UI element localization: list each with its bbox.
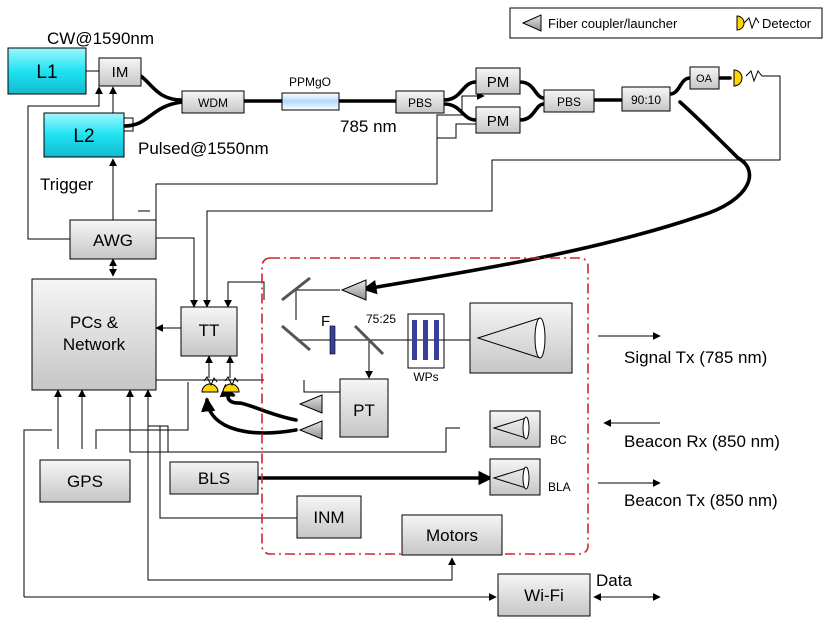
detector-2-icon	[222, 383, 240, 393]
inm-box	[296, 495, 362, 539]
tt-box	[180, 306, 238, 357]
bls-box	[169, 461, 259, 495]
detector-1-icon	[201, 383, 219, 393]
cw-label: CW@1590nm	[47, 29, 154, 48]
bls-label: BLS	[198, 469, 230, 488]
waveplates-box	[407, 313, 445, 369]
input-coupler-icon	[340, 279, 367, 301]
inm-label: INM	[313, 508, 344, 527]
pm1-label: PM	[487, 74, 510, 91]
pbs1-label: PBS	[408, 96, 432, 110]
waveplates-label: WPs	[413, 370, 438, 384]
oa-label: OA	[696, 73, 713, 85]
wdm-box	[181, 90, 245, 114]
motors-label: Motors	[426, 526, 478, 545]
im-box	[98, 57, 142, 87]
fiber-coupler-icon	[521, 14, 542, 32]
legend-box	[509, 7, 823, 39]
wifi-label: Wi-Fi	[524, 586, 564, 605]
pm2-label: PM	[487, 113, 510, 130]
data-label: Data	[596, 571, 632, 590]
pt-label: PT	[353, 401, 375, 420]
waveplate-2	[423, 320, 428, 360]
gps-label: GPS	[67, 472, 103, 491]
bc-label: BC	[550, 433, 567, 447]
beam-splitter	[353, 324, 385, 356]
legend-coupler-label: Fiber coupler/launcher	[548, 16, 678, 31]
bla-label: BLA	[548, 480, 571, 494]
laser-l1-label: L1	[36, 62, 57, 83]
splitter-box	[621, 86, 671, 112]
wdm-label: WDM	[198, 96, 228, 110]
bla-lens-icon	[522, 466, 530, 490]
filter-f	[329, 325, 336, 355]
legend-detector-label: Detector	[762, 16, 812, 31]
detector-signal-icon	[743, 16, 760, 30]
oa-box	[689, 66, 720, 90]
laser-l1	[7, 47, 87, 95]
pbs2-box	[543, 89, 595, 113]
pcs-network-box	[31, 278, 157, 391]
oa-detector-icon	[733, 69, 743, 87]
pbs1-box	[395, 90, 445, 114]
splitter-label: 90:10	[631, 93, 661, 107]
ppmgo-label: PPMgO	[289, 75, 331, 89]
pm2-box	[475, 106, 521, 134]
laser-l2-label: L2	[73, 126, 94, 147]
im-label: IM	[112, 64, 129, 81]
wavelength-label: 785 nm	[340, 117, 397, 136]
beam-splitter-label: 75:25	[366, 312, 396, 326]
pt-coupler-1-icon	[298, 394, 323, 414]
pt-coupler-2-icon	[298, 420, 323, 440]
mirror-top	[281, 276, 311, 302]
motors-box	[401, 514, 503, 556]
bc-lens-icon	[522, 416, 530, 440]
trigger-label: Trigger	[40, 175, 94, 194]
gps-box	[39, 459, 131, 503]
detector-1-signal-icon	[203, 376, 218, 387]
telescope-box	[469, 302, 573, 374]
beacon-rx-label: Beacon Rx (850 nm)	[624, 432, 780, 451]
signal-tx-label: Signal Tx (785 nm)	[624, 348, 767, 367]
pm1-box	[475, 67, 521, 95]
waveplate-3	[434, 320, 439, 360]
pt-box	[339, 378, 389, 438]
pbs2-label: PBS	[557, 95, 581, 109]
filter-f-label: F	[321, 313, 330, 330]
tt-label: TT	[199, 321, 220, 340]
mirror-bottom	[281, 324, 311, 352]
laser-l2	[43, 112, 125, 158]
fibers	[122, 70, 752, 486]
waveplate-1	[412, 320, 417, 360]
pcs-label-line1: PCs &	[70, 313, 119, 332]
beacon-tx-label: Beacon Tx (850 nm)	[624, 491, 778, 510]
telescope-lens-icon	[534, 317, 546, 359]
detector-2-signal-icon	[224, 376, 239, 387]
awg-label: AWG	[93, 231, 133, 250]
pcs-label-line2: Network	[63, 335, 126, 354]
pulsed-label: Pulsed@1550nm	[138, 139, 269, 158]
ppmgo-crystal	[281, 92, 340, 111]
awg-box	[69, 219, 157, 260]
wifi-box	[497, 573, 591, 617]
detector-icon	[736, 15, 745, 31]
